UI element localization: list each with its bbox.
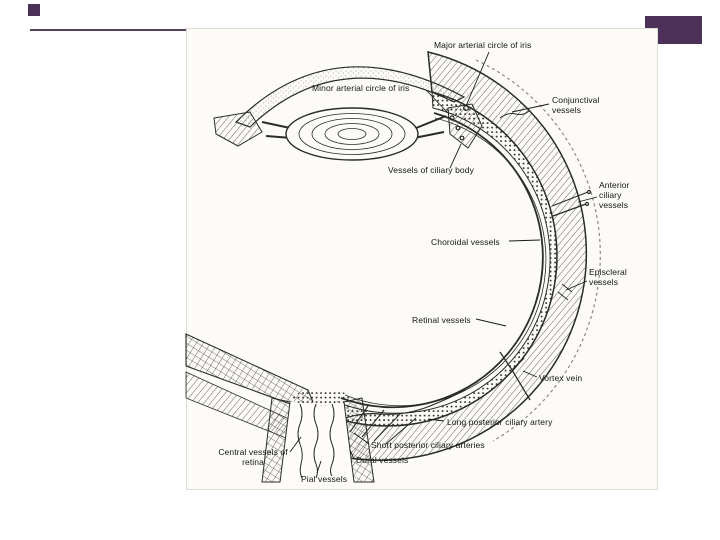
conjunctival-vessels-squiggle	[499, 109, 531, 119]
lens	[285, 107, 419, 161]
dural-sheath-left	[261, 397, 291, 483]
leader-lines	[289, 51, 598, 474]
label-short-posterior-ciliary-arteries: Short posterior ciliary arteries	[371, 440, 485, 450]
retina-inner-line	[344, 117, 547, 407]
short-posterior-ciliary-arteries-lines	[349, 405, 417, 445]
label-retinal-vessels: Retinal vessels	[412, 315, 471, 325]
dural-sheath-right	[343, 397, 375, 483]
ciliary-body-left	[213, 111, 263, 147]
label-major-arterial-circle-of-iris: Major arterial circle of iris	[434, 40, 532, 50]
label-minor-arterial-circle-of-iris: Minor arterial circle of iris	[312, 83, 410, 93]
pial-vessels-lines	[297, 403, 335, 479]
iris	[261, 115, 447, 139]
label-dural-vessels: Dural vessels	[356, 455, 409, 465]
label-episcleral-vessels: Episcleral vessels	[589, 267, 627, 288]
cornea	[234, 66, 466, 128]
optic-disc-region	[292, 390, 352, 406]
label-choroidal-vessels: Choroidal vessels	[431, 237, 500, 247]
ciliary-body-right	[447, 103, 483, 149]
episcleral-tissue-arc	[475, 59, 601, 442]
retina-line	[340, 112, 544, 409]
label-long-posterior-ciliary-artery: Long posterior ciliary artery	[447, 417, 553, 427]
label-vessels-of-ciliary-body: Vessels of ciliary body	[388, 165, 474, 175]
label-central-vessels-of-retina: Central vessels of retina	[218, 447, 288, 468]
anterior-ciliary-vessels-lines	[551, 189, 592, 217]
label-conjunctival-vessels: Conjunctival vessels	[552, 95, 600, 116]
episcleral-vessels-ticks	[557, 283, 573, 301]
label-vortex-vein: Vortex vein	[539, 373, 583, 383]
label-anterior-ciliary-vessels: Anterior ciliary vessels	[599, 180, 630, 211]
accent-square	[28, 4, 40, 16]
vortex-vein-lines	[499, 351, 531, 401]
label-pial-vessels: Pial vessels	[301, 474, 348, 484]
